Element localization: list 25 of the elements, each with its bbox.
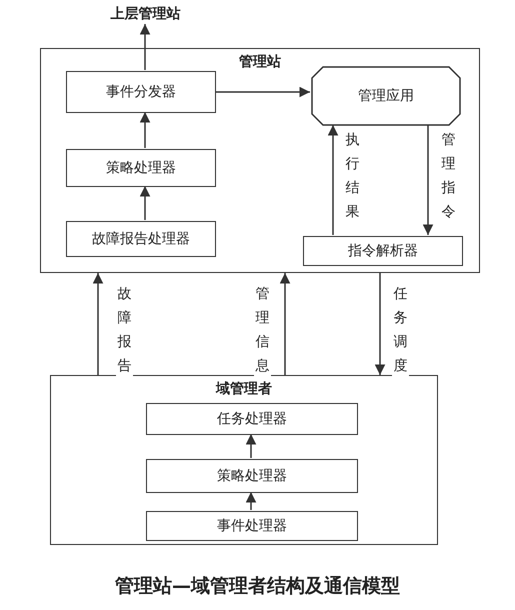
process-box: 事件分发器 [66,71,216,113]
arrow [215,86,310,98]
process-box: 故障报告处理器 [66,221,216,257]
process-box: 策略处理器 [66,149,216,187]
arrow [140,186,150,220]
container-panel [40,48,480,273]
process-box: 策略处理器 [146,459,358,493]
arrow [328,125,338,235]
process-box: 任务处理器 [146,403,358,435]
process-box: 事件处理器 [146,511,358,541]
arrow [246,492,256,510]
group-title: 域管理者 [213,381,275,397]
group-title: 管理站 [236,54,284,70]
container-panel [50,375,438,545]
arrow [140,112,150,148]
process-box: 指令解析器 [303,236,463,266]
caption: 管理站—域管理者结构及通信模型 [115,575,400,597]
arrow [246,434,256,458]
arrow [422,125,434,235]
arrow [374,273,386,375]
arrow [92,273,104,375]
node-label: 上层管理站 [98,4,193,24]
arrow [280,273,290,375]
arrow [140,24,150,70]
application-box: 管理应用 [311,66,461,126]
